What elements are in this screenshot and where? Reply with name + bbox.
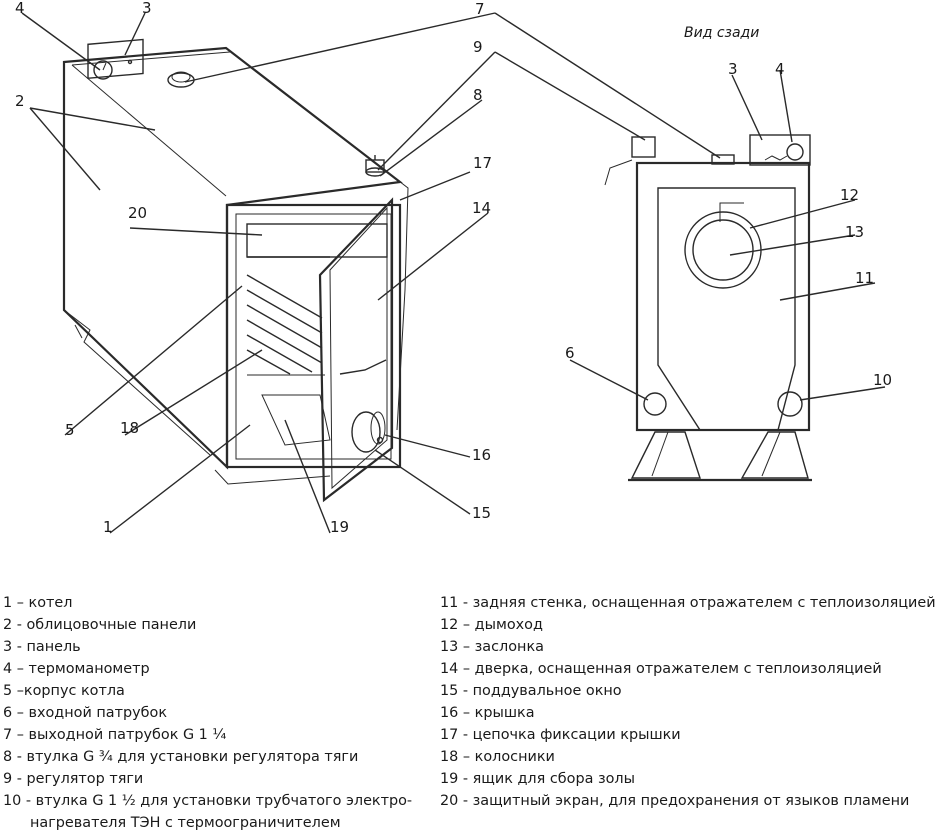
heater-sleeve <box>777 391 803 417</box>
door-handle <box>339 359 387 375</box>
legend-item: 15 - поддувальное окно <box>440 683 622 699</box>
legend-right: 11 - задняя стенка, оснащенная отражател… <box>440 592 942 812</box>
legend-item: 1 – котел <box>3 595 73 611</box>
rear-thermomanometer <box>786 143 804 161</box>
legend-item: 10 - втулка G 1 ½ для установки трубчато… <box>3 793 413 809</box>
boiler-front-view <box>62 38 409 503</box>
callout-9: 9 <box>473 38 483 56</box>
callout-20: 20 <box>128 204 147 222</box>
legend-item: 8 - втулка G ¾ для установки регулятора … <box>3 749 359 765</box>
legend-left: 1 – котел 2 - облицовочные панели 3 - па… <box>3 592 433 834</box>
legend-item: 4 – термоманометр <box>3 661 150 677</box>
legend-item: 16 – крышка <box>440 705 535 721</box>
callout-10: 10 <box>873 371 892 389</box>
rear-panel <box>749 134 811 166</box>
blower-cover <box>370 411 386 445</box>
callouts: 1 2 3 4 5 6 7 8 9 10 11 12 13 14 15 16 1… <box>15 0 892 536</box>
legend-item-continuation: нагревателя ТЭН с термоограничителем <box>30 815 341 831</box>
blower-window <box>351 411 381 453</box>
outlet-pipe <box>167 72 195 88</box>
cover-chain <box>394 177 409 431</box>
open-door <box>318 197 394 503</box>
legend-item: 3 - панель <box>3 639 81 655</box>
callout-2: 2 <box>15 92 25 110</box>
legend-item: 7 – выходной патрубок G 1 ¼ <box>3 727 227 743</box>
boiler-rear-view: Вид сзади <box>604 25 812 482</box>
legend-item: 17 - цепочка фиксации крышки <box>440 727 681 743</box>
callout-7: 7 <box>475 0 485 18</box>
legend-item: 6 – входной патрубок <box>3 705 168 721</box>
callout-11: 11 <box>855 269 874 287</box>
ash-box <box>261 394 331 446</box>
rear-wall <box>657 187 796 431</box>
callout-13: 13 <box>845 223 864 241</box>
leader-lines <box>21 12 886 534</box>
legend-item: 14 – дверка, оснащенная отражателем с те… <box>440 661 882 677</box>
legend-item: 9 - регулятор тяги <box>3 771 144 787</box>
legend-item: 11 - задняя стенка, оснащенная отражател… <box>440 595 936 611</box>
rear-leg-right <box>740 431 809 479</box>
front-frame <box>225 203 402 469</box>
draft-regulator <box>631 136 656 158</box>
legend-item: 20 - защитный экран, для предохранения о… <box>440 793 910 809</box>
callout-1: 1 <box>103 518 113 536</box>
thermomanometer <box>93 60 113 80</box>
grate-bars <box>246 256 330 375</box>
callout-19: 19 <box>330 518 349 536</box>
inlet-pipe <box>643 392 667 416</box>
legend-item: 18 – колосники <box>440 749 555 765</box>
callout-3-rear: 3 <box>728 60 738 78</box>
callout-8: 8 <box>473 86 483 104</box>
flue-outer <box>684 211 762 289</box>
rear-outlet-pipe <box>711 154 735 165</box>
legend-item: 19 - ящик для сбора золы <box>440 771 635 787</box>
draft-regulator-sleeve <box>365 155 385 177</box>
callout-18: 18 <box>120 419 139 437</box>
legend-item: 2 - облицовочные панели <box>3 617 197 633</box>
legend-item: 5 –корпус котла <box>3 683 125 699</box>
callout-14: 14 <box>472 199 491 217</box>
callout-17: 17 <box>473 154 492 172</box>
legend-item: 13 – заслонка <box>440 639 544 655</box>
flue-damper <box>692 219 754 281</box>
rear-view-title: Вид сзади <box>684 25 759 41</box>
boiler-diagram: Вид сзади <box>15 0 892 536</box>
legend-item: 12 – дымоход <box>440 617 543 633</box>
rear-leg-left <box>630 431 701 479</box>
callout-3: 3 <box>142 0 152 17</box>
callout-6: 6 <box>565 344 575 362</box>
callout-15: 15 <box>472 504 491 522</box>
callout-12: 12 <box>840 186 859 204</box>
firebox-opening <box>246 223 388 258</box>
callout-4-rear: 4 <box>775 60 785 78</box>
callout-4: 4 <box>15 0 25 17</box>
callout-16: 16 <box>472 446 491 464</box>
callout-5: 5 <box>65 421 75 439</box>
